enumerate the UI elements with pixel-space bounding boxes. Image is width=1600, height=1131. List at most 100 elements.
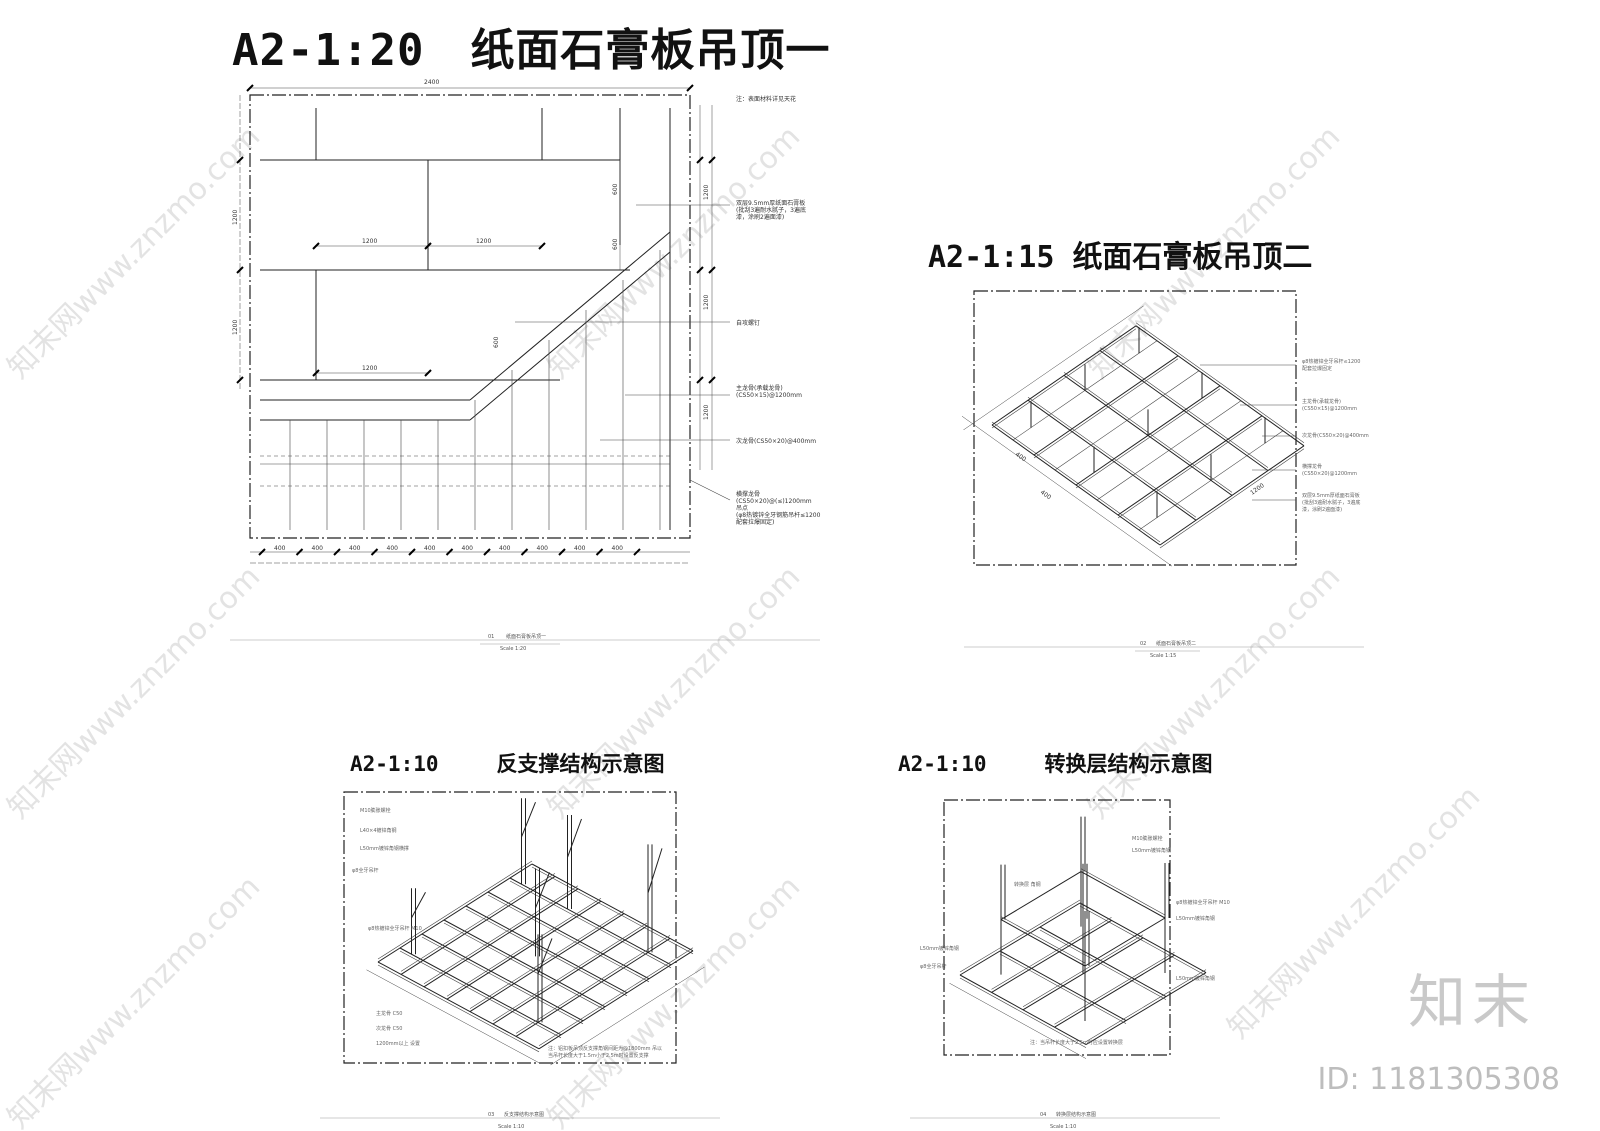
drawing-4-name: 转换层结构示意图 (1044, 751, 1213, 776)
keel-line (1117, 418, 1263, 519)
bottom-dim-label: 400 (349, 545, 361, 552)
keel-line (1000, 916, 1086, 964)
keel-line (492, 922, 648, 1022)
keel-line (949, 982, 1087, 1059)
keel-line (421, 936, 584, 1025)
keel-line (509, 880, 672, 969)
d3-annotation-bolt: M10膨胀螺栓 (360, 807, 391, 814)
drawing-1-caption: 01 纸面石膏板吊顶一 Scale 1:20 (230, 633, 820, 652)
bottom-dim-label: 400 (574, 545, 586, 552)
keel-line (963, 305, 1144, 431)
annotation-board: 双层9.5mm厚纸面石膏板(批刮3遍耐水腻子，3遍底漆，涂刷2遍面漆) (736, 199, 806, 221)
dim-tick (370, 548, 379, 556)
keel-line (959, 899, 1081, 973)
d2-dim-3: 1200 (1249, 482, 1266, 497)
drawing-3: M10膨胀螺栓 L40×4镀锌角钢 L50mm镀锌角钢横撑 φ8全牙吊杆 φ8热… (320, 791, 720, 1130)
caption-scale: Scale 1:10 (1050, 1124, 1076, 1130)
keel-line (1079, 905, 1207, 976)
dim-tick (408, 548, 416, 556)
drawing-2-dims: 400 400 1200 (1014, 451, 1266, 501)
d2-annotation-main: 主龙骨(承载龙骨)(CS50×15)@1200mm (1302, 398, 1357, 412)
keel-line (1033, 358, 1179, 459)
dim-tick (333, 548, 341, 556)
diagonal-brace (567, 818, 582, 858)
right-small-dim-1: 600 (612, 183, 619, 195)
keel-line (421, 933, 584, 1022)
d2-annotation-cross: 横撑龙骨(CS50×20)@1200mm (1302, 463, 1357, 477)
keel-line (446, 897, 602, 997)
image-id-label: ID: 1181305308 (1317, 1062, 1560, 1097)
caption-label: 纸面石膏板吊顶二 (1156, 640, 1196, 647)
drawing-1-scale: A2-1:20 (232, 25, 425, 76)
keel-line (443, 922, 606, 1011)
bottom-dim-label: 400 (387, 545, 399, 552)
keel-line (991, 919, 1112, 993)
keel-line (1054, 951, 1175, 1025)
drawing-4-frame (943, 799, 1171, 1056)
bottom-dim-label: 400 (499, 545, 511, 552)
d4-annotation-angle-2: L50mm镀锌角钢 (1176, 915, 1215, 922)
drawing-2-leaders (1200, 364, 1296, 501)
keel-line (400, 875, 556, 975)
caption-label: 纸面石膏板吊顶一 (506, 633, 546, 640)
drawing-3-scale: A2-1:10 (350, 752, 439, 776)
keel-line (1084, 917, 1166, 967)
keel-line (991, 325, 1137, 426)
keel-line (1117, 415, 1263, 516)
keel-line (446, 900, 602, 1000)
hanger-strip (260, 250, 670, 530)
drawing-1-frame (249, 94, 691, 539)
d3-annotation-secondary: 次龙骨 C50 (376, 1025, 402, 1032)
bottom-dim-label: 400 (274, 545, 286, 552)
keel-line (400, 873, 556, 972)
keel-line (1085, 972, 1207, 1046)
keel-line (1075, 388, 1221, 489)
keel-line (550, 966, 705, 1066)
d4-annotation-layer: 转换层 角钢 (1014, 881, 1041, 888)
d4-annotation-angle-4: L50mm镀锌角钢 (1176, 975, 1215, 982)
d3-annotation-rod: φ8全牙吊杆 (352, 867, 378, 874)
dim-tick (520, 548, 529, 556)
keel-line (1027, 396, 1197, 518)
left-dim-1: 1200 (232, 210, 239, 225)
d4-annotation-angle-1: L50mm镀锌角钢 (1132, 847, 1171, 854)
caption-label: 反支撑结构示意图 (504, 1111, 544, 1118)
right-dim-1: 1200 (703, 185, 710, 200)
caption-code: 04 (1040, 1112, 1046, 1118)
keel-line (377, 863, 533, 963)
keel-line (492, 925, 648, 1025)
keel-line (1080, 871, 1166, 919)
d2-annotation-secondary: 次龙骨(CS50×20)@400mm (1302, 432, 1369, 439)
d2-dim-2: 400 (1039, 489, 1053, 501)
drawing-4-annotations: M10膨胀螺栓 L50mm镀锌角钢 φ8热镀锌全牙吊杆 M10 L50mm镀锌角… (920, 835, 1230, 1046)
bottom-dim-label: 400 (612, 545, 624, 552)
diagonal-brace (535, 872, 550, 909)
drawing-3-annotations: M10膨胀螺栓 L40×4镀锌角钢 L50mm镀锌角钢横撑 φ8全牙吊杆 φ8热… (352, 807, 662, 1059)
drawing-2-caption: 02 纸面石膏板吊顶二 Scale 1:15 (964, 640, 1364, 659)
keel-line (469, 910, 625, 1009)
keel-line (961, 415, 1173, 567)
keel-line (991, 421, 1161, 543)
dim-tick (295, 548, 304, 556)
right-small-dim-2: 600 (612, 238, 619, 250)
keel-line (443, 919, 606, 1008)
bottom-dim-label: 400 (462, 545, 474, 552)
keel-line (1054, 370, 1200, 471)
right-dim-2: 1200 (703, 295, 710, 310)
caption-code: 02 (1140, 641, 1146, 647)
dim-tick (558, 548, 566, 556)
drawing-4-caption: 04 转换层结构示意图 Scale 1:10 (910, 1111, 1220, 1130)
dim-tick (258, 548, 266, 556)
caption-label: 转换层结构示意图 (1056, 1111, 1096, 1118)
right-dimensions: 1200 1200 1200 600 600 600 (493, 105, 716, 470)
reverse-support-grid (366, 798, 705, 1066)
dim-tick (445, 548, 454, 556)
annotation-note: 注：表面材料详见天花 (736, 95, 796, 103)
d4-annotation-rod: φ8全牙吊杆 (920, 963, 946, 970)
drawing-1-leaders (515, 204, 731, 501)
